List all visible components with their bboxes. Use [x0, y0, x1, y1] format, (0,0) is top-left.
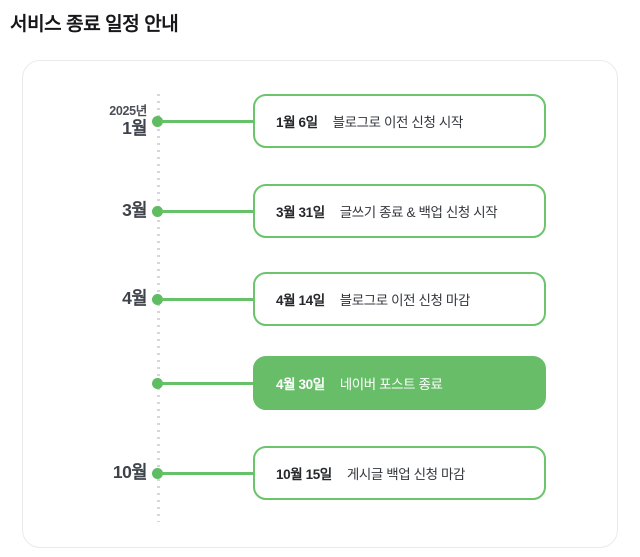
- timeline-spine-dotted-line: [157, 94, 160, 522]
- timeline-event-card[interactable]: 3월 31일 글쓰기 종료 & 백업 신청 시작: [253, 184, 546, 238]
- timeline-event-card[interactable]: 10월 15일 게시글 백업 신청 마감: [253, 446, 546, 500]
- timeline-event-date: 4월 14일: [276, 293, 325, 308]
- timeline-row-label: 4월: [7, 272, 147, 326]
- timeline-month-label: 10월: [112, 462, 148, 483]
- timeline-dot: [152, 206, 163, 217]
- timeline-event-card-highlighted[interactable]: 4월 30일 네이버 포스트 종료: [253, 356, 546, 410]
- timeline-connector-line: [161, 120, 255, 123]
- timeline-event-text: 블로그로 이전 신청 시작: [332, 115, 464, 130]
- timeline-row: 10월 10월 15일 게시글 백업 신청 마감: [23, 446, 617, 500]
- timeline-year-label: 2025년: [109, 103, 147, 118]
- timeline-event-date: 10월 15일: [276, 467, 332, 482]
- timeline-row-highlighted: 4월 30일 네이버 포스트 종료: [23, 356, 617, 410]
- timeline-event-date: 3월 31일: [276, 205, 325, 220]
- timeline-row-label: [7, 356, 147, 410]
- timeline-connector-line: [161, 472, 255, 475]
- timeline-event-text: 네이버 포스트 종료: [339, 377, 443, 392]
- timeline-month-label: 4월: [122, 288, 147, 309]
- timeline-row: 2025년 1월 1월 6일 블로그로 이전 신청 시작: [23, 94, 617, 148]
- timeline-month-label: 1월: [122, 117, 147, 138]
- timeline-month-label: 3월: [122, 200, 147, 221]
- timeline-event-text: 게시글 백업 신청 마감: [346, 467, 466, 482]
- timeline-connector-line: [161, 210, 255, 213]
- timeline-event-card[interactable]: 4월 14일 블로그로 이전 신청 마감: [253, 272, 546, 326]
- timeline-event-date: 1월 6일: [276, 115, 318, 130]
- timeline-row-label: 3월: [7, 184, 147, 238]
- timeline-event-text: 블로그로 이전 신청 마감: [339, 293, 471, 308]
- timeline-connector-line: [161, 382, 255, 385]
- timeline-event-date: 4월 30일: [276, 377, 325, 392]
- timeline-row-label: 10월: [7, 446, 148, 500]
- timeline-dot: [152, 378, 163, 389]
- timeline-dot: [152, 294, 163, 305]
- timeline-event-card[interactable]: 1월 6일 블로그로 이전 신청 시작: [253, 94, 546, 148]
- timeline-row-label: 2025년 1월: [7, 94, 147, 148]
- timeline-panel: 2025년 1월 1월 6일 블로그로 이전 신청 시작 3월 3월 31일 글…: [22, 60, 618, 548]
- timeline-event-text: 글쓰기 종료 & 백업 신청 시작: [339, 205, 498, 220]
- timeline-dot: [152, 468, 163, 479]
- timeline-row: 4월 4월 14일 블로그로 이전 신청 마감: [23, 272, 617, 326]
- timeline-dot: [152, 116, 163, 127]
- timeline-row: 3월 3월 31일 글쓰기 종료 & 백업 신청 시작: [23, 184, 617, 238]
- page-title: 서비스 종료 일정 안내: [10, 14, 179, 35]
- timeline-connector-line: [161, 298, 255, 301]
